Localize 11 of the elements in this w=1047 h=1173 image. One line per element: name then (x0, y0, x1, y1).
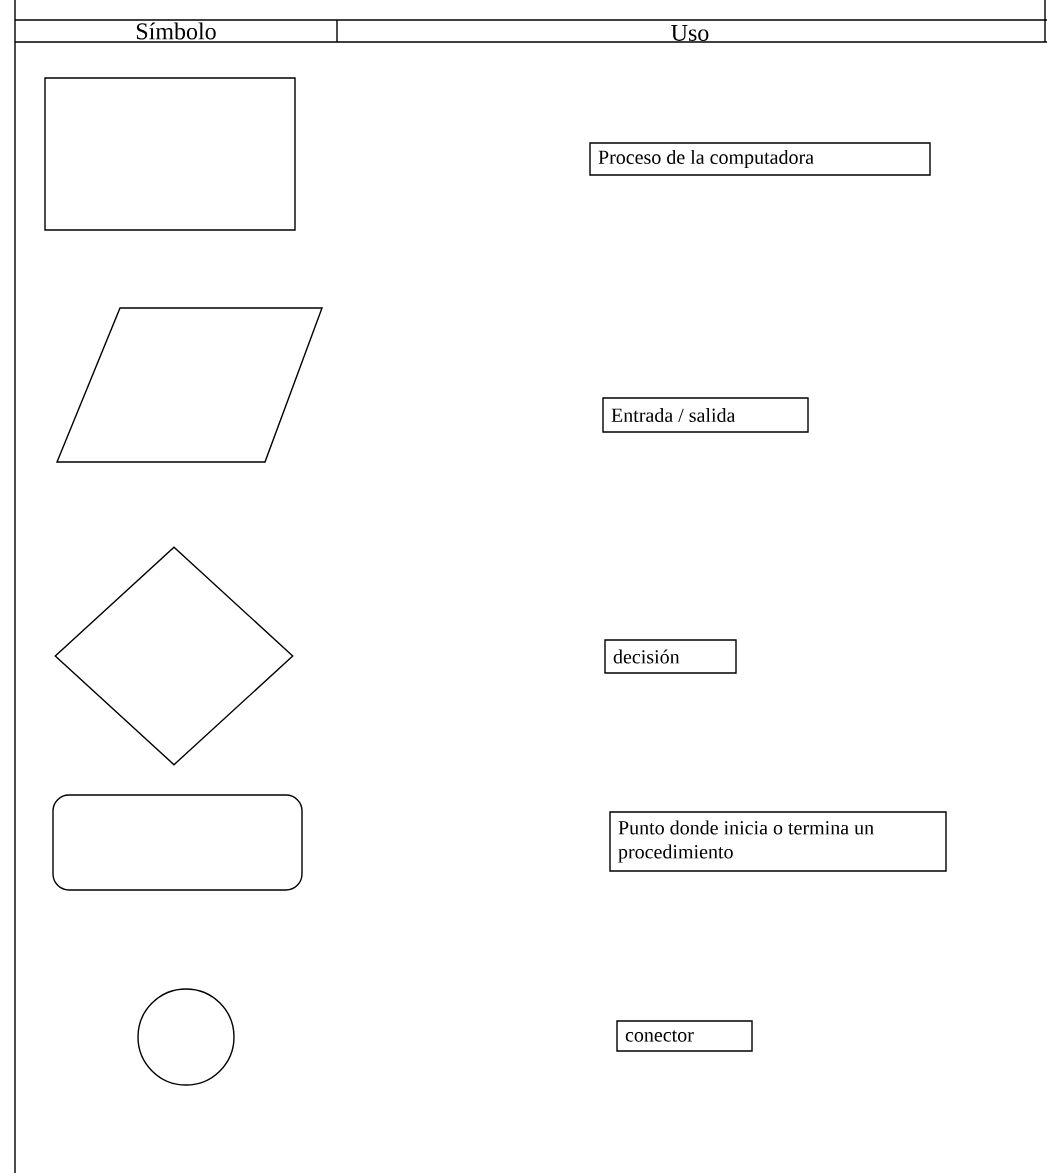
label-box: decisión (604, 639, 737, 674)
column-header: Símbolo (136, 22, 216, 40)
terminal-box (52, 794, 303, 891)
label-box: Punto donde inicia o termina un procedimiento (609, 811, 947, 872)
connector-circle (137, 988, 235, 1086)
label-box: conector (616, 1020, 753, 1052)
column-header: Uso (671, 25, 709, 41)
decision-diamond (54, 546, 294, 766)
process-box (44, 77, 296, 231)
label-box: Proceso de la computadora (589, 142, 931, 176)
label-box: Entrada / salida (602, 397, 809, 433)
